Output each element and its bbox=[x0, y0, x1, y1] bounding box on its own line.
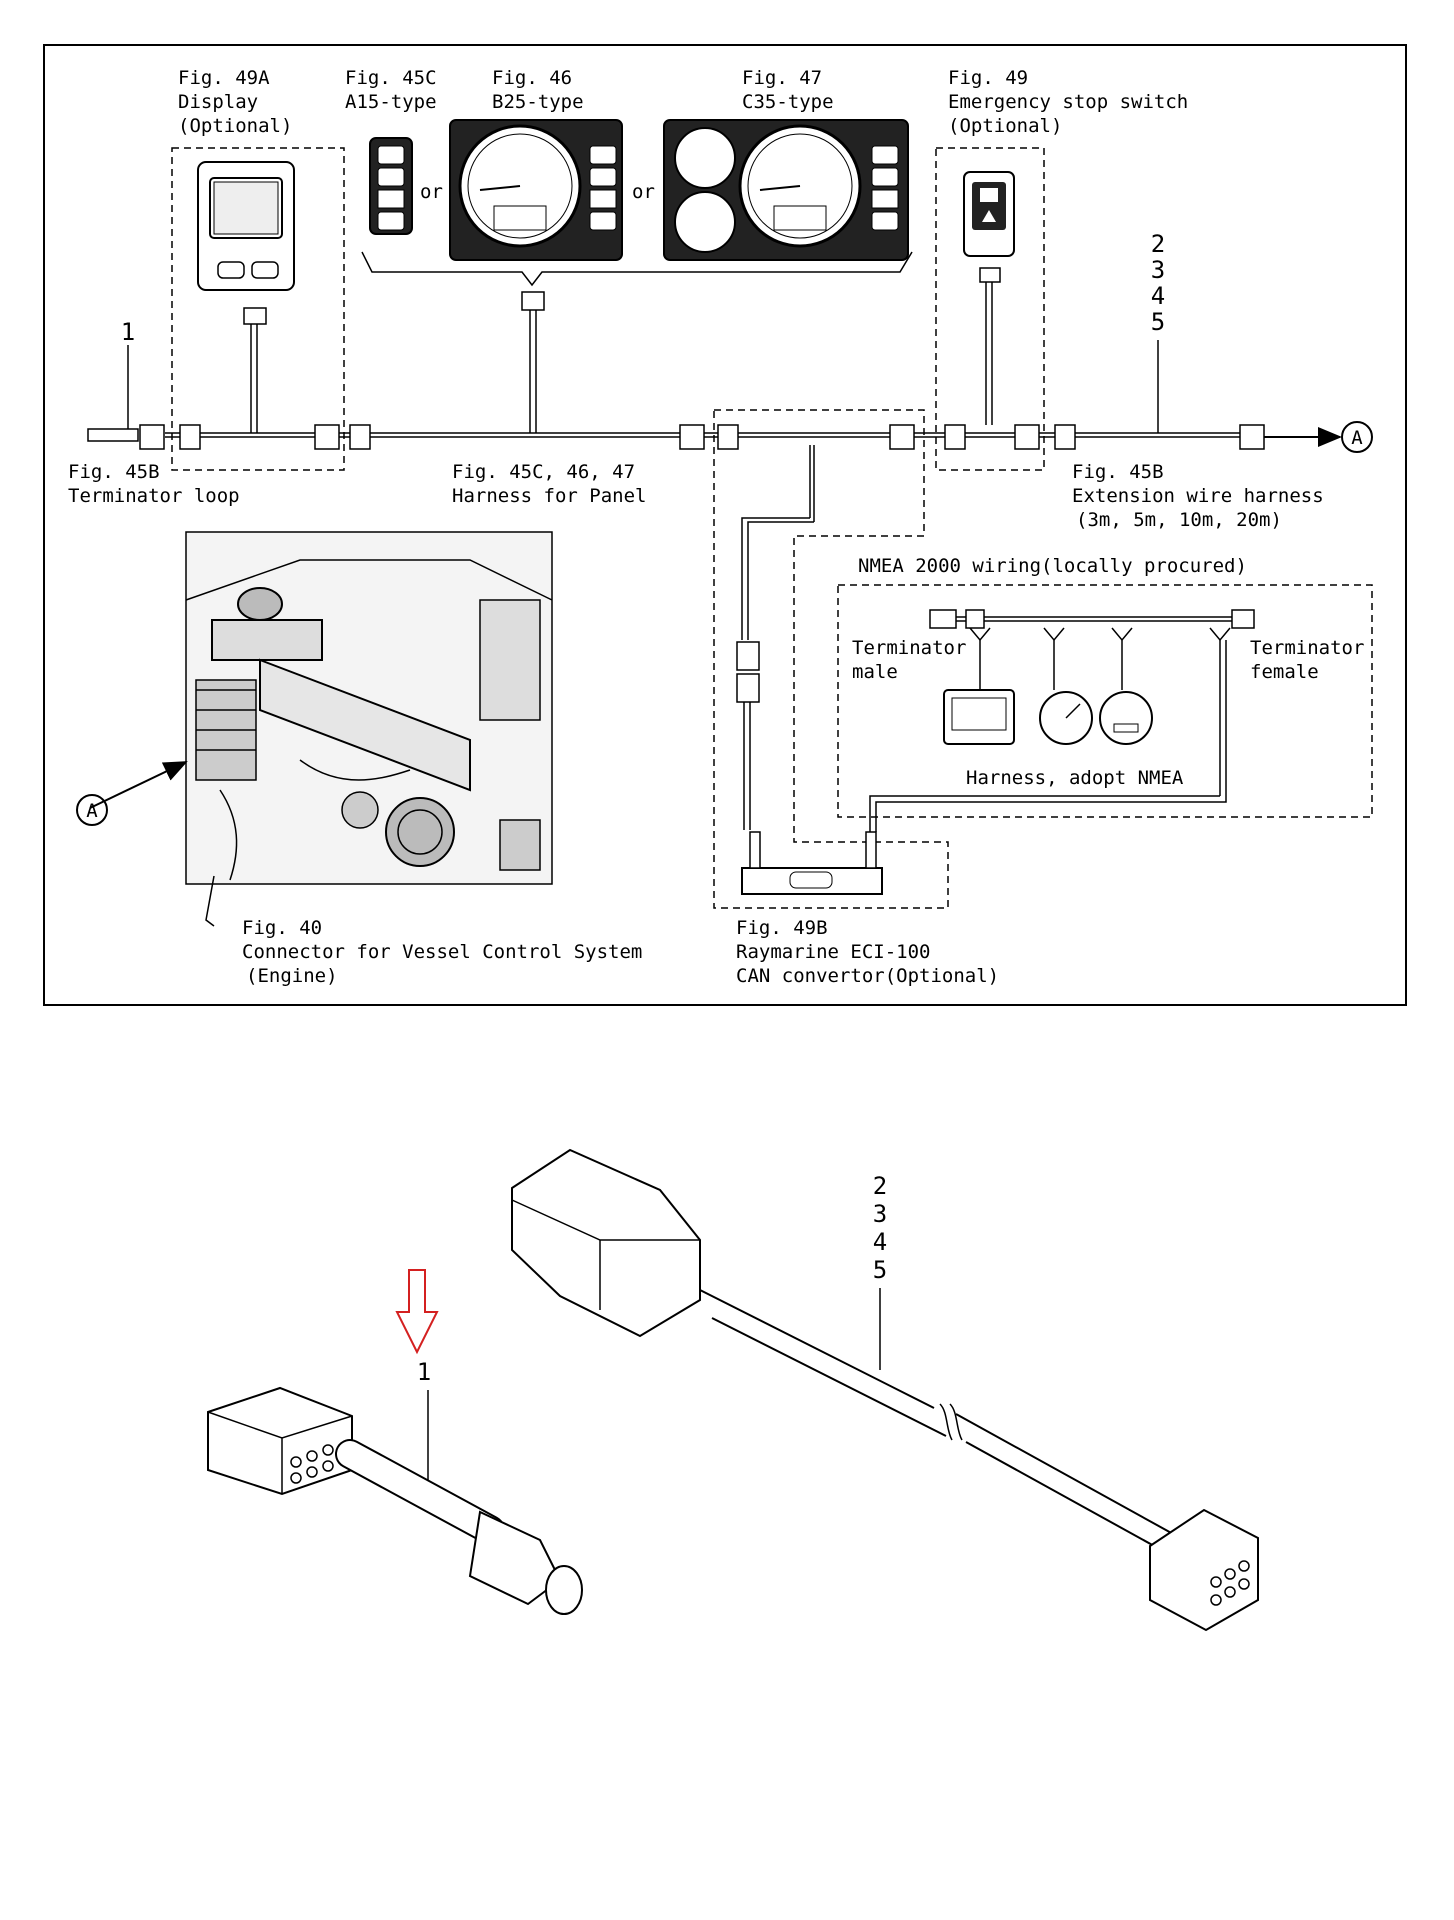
fig45c-label: Fig. 45C A15-type bbox=[345, 67, 448, 113]
harness-connectors bbox=[179, 424, 1265, 450]
fig46-label: Fig. 46 B25-type bbox=[492, 67, 584, 113]
diagram-frame bbox=[43, 44, 1407, 1006]
engine-illustration bbox=[185, 531, 553, 885]
fig40-leader bbox=[205, 875, 215, 927]
red-indicator-arrow bbox=[395, 1269, 439, 1355]
can-converter-device bbox=[741, 831, 883, 895]
panel-brace bbox=[361, 251, 913, 433]
svg-text:4: 4 bbox=[873, 1228, 887, 1256]
nmea-gauge-1 bbox=[1039, 691, 1093, 745]
display-unit bbox=[197, 161, 295, 433]
part-2-5-extension-harness bbox=[511, 1148, 1259, 1632]
callout-a-right: A bbox=[1341, 421, 1373, 453]
terminator-female-label: Terminator female bbox=[1250, 637, 1376, 683]
terminator-male-label: Terminator male bbox=[852, 637, 978, 683]
fig40-label: Fig. 40 Connector for Vessel Control Sys… bbox=[242, 917, 654, 987]
fig45b-left-label: Fig. 45B Terminator loop bbox=[68, 461, 240, 507]
part-numbers-2-5-top: 2 3 4 5 bbox=[1151, 230, 1165, 433]
fig49a-label: Fig. 49A Display (Optional) bbox=[178, 67, 292, 137]
svg-text:2: 2 bbox=[1151, 230, 1165, 258]
part-1-terminator-loop bbox=[207, 1386, 583, 1615]
can-converter-wiring bbox=[736, 445, 815, 830]
nmea-title: NMEA 2000 wiring(locally procured) bbox=[858, 555, 1247, 577]
or-label-2: or bbox=[632, 181, 655, 203]
callout-a-left: A bbox=[76, 794, 108, 826]
svg-text:3: 3 bbox=[1151, 256, 1165, 284]
b25-panel bbox=[449, 119, 623, 261]
fig45b-right-label: Fig. 45B Extension wire harness (3m, 5m,… bbox=[1072, 461, 1335, 531]
part-numbers-2-5-bottom: 2 3 4 5 bbox=[873, 1172, 887, 1370]
display-dashed-box bbox=[171, 147, 345, 471]
part-number-1-top: 1 bbox=[121, 318, 135, 346]
terminator-loop-connector bbox=[87, 345, 165, 450]
nmea-dashed-box bbox=[837, 584, 1373, 818]
arrow-from-a bbox=[89, 761, 188, 809]
svg-text:4: 4 bbox=[1151, 282, 1165, 310]
svg-text:5: 5 bbox=[873, 1256, 887, 1284]
a15-panel bbox=[369, 137, 413, 235]
svg-text:A: A bbox=[86, 800, 98, 822]
can-converter-dashed-box bbox=[713, 409, 949, 909]
svg-text:2: 2 bbox=[873, 1172, 887, 1200]
svg-text:5: 5 bbox=[1151, 308, 1165, 336]
emergency-stop-switch bbox=[963, 171, 1015, 425]
nmea-backbone bbox=[869, 609, 1255, 832]
fig49b-label: Fig. 49B Raymarine ECI-100 CAN convertor… bbox=[736, 917, 999, 987]
or-label-1: or bbox=[420, 181, 443, 203]
svg-text:3: 3 bbox=[873, 1200, 887, 1228]
fig47-label: Fig. 47 C35-type bbox=[742, 67, 834, 113]
estop-dashed-box bbox=[935, 147, 1045, 471]
harness-nmea-label: Harness, adopt NMEA bbox=[966, 767, 1184, 789]
fig45c-harness-label: Fig. 45C, 46, 47 Harness for Panel bbox=[452, 461, 646, 507]
svg-text:A: A bbox=[1351, 427, 1363, 449]
nmea-display-unit bbox=[943, 689, 1015, 745]
c35-panel bbox=[663, 119, 909, 261]
fig49-label: Fig. 49 Emergency stop switch (Optional) bbox=[948, 67, 1200, 137]
part-number-1-bottom: 1 bbox=[417, 1358, 431, 1386]
nmea-gauge-2 bbox=[1099, 691, 1153, 745]
